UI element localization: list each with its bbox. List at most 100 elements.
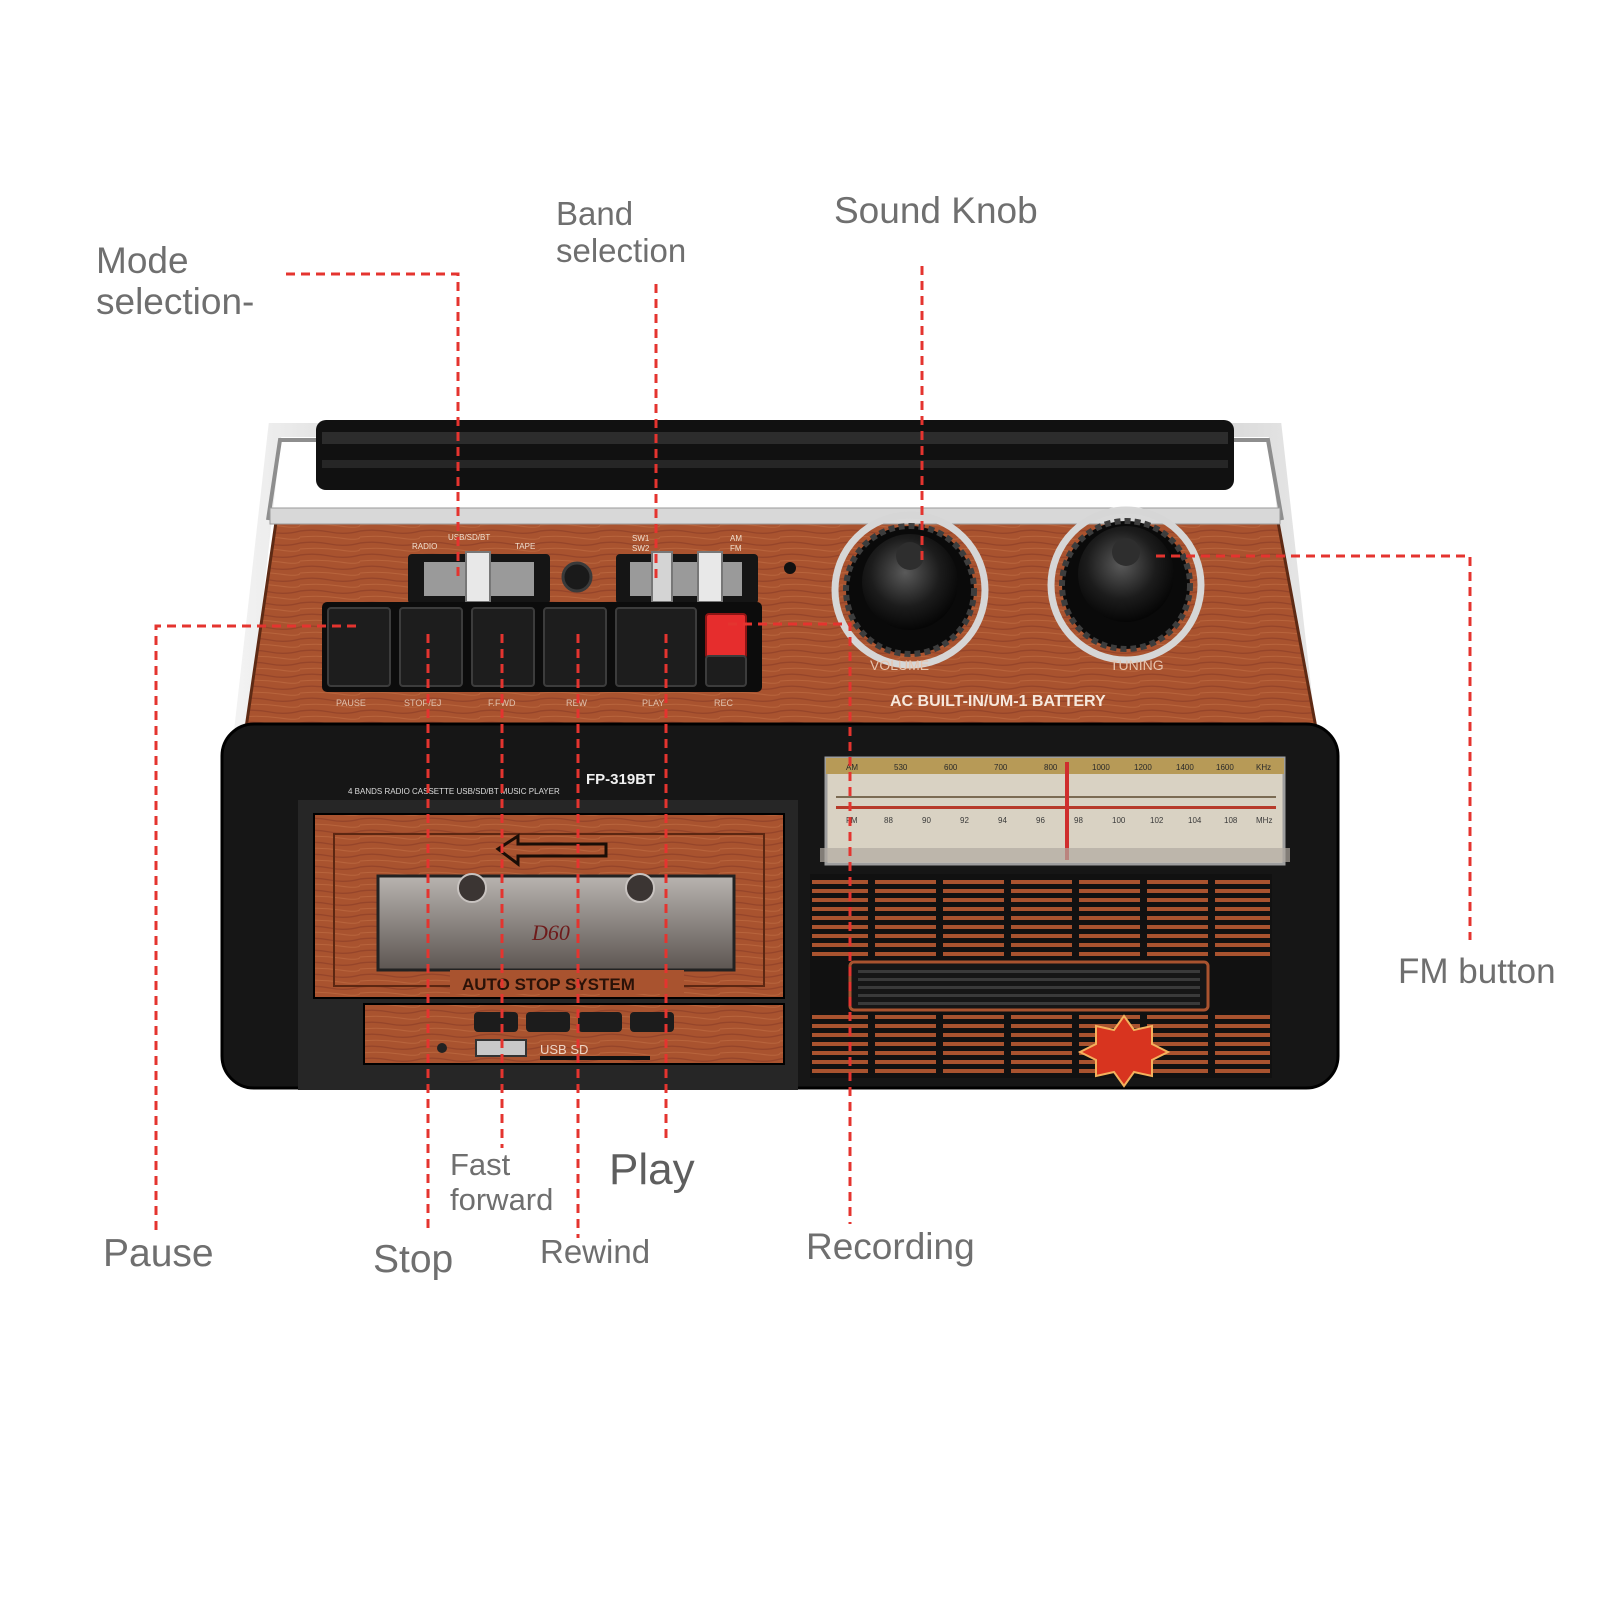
dial-scale-top: AM 530 600 700 800 1000 1200 1400 1600 K… <box>846 763 1271 772</box>
play-button[interactable] <box>615 607 697 687</box>
dial-mark: 98 <box>1074 816 1083 825</box>
usb-sd-label: USB SD <box>540 1042 588 1057</box>
tape-reel-left-icon <box>457 873 487 903</box>
tape-reel-right-icon <box>625 873 655 903</box>
next-button[interactable] <box>578 1012 622 1032</box>
band-label-am: AM <box>730 534 742 543</box>
grille-slat <box>812 952 1270 956</box>
sd-slot[interactable] <box>540 1056 650 1060</box>
dial-mark: 800 <box>1044 763 1058 772</box>
leader-recording <box>728 622 852 1224</box>
leader-mode-selection <box>286 272 460 580</box>
auto-stop-banner: AUTO STOP SYSTEM <box>462 975 635 994</box>
dial-mark: 530 <box>894 763 908 772</box>
grille-inner-slat <box>858 986 1200 989</box>
callout-fast-forward: Fast forward <box>450 1147 554 1217</box>
leader-lines <box>154 266 1472 1238</box>
dial-mark: 90 <box>922 816 931 825</box>
tuning-knob[interactable] <box>1047 506 1205 664</box>
key-label-stop: STOP/EJ <box>404 698 441 708</box>
band-selection-switch[interactable]: SW1 SW2 AM FM <box>616 534 758 604</box>
mode-selection-switch[interactable]: RADIO USB/SD/BT TAPE <box>408 533 550 604</box>
dial-scale-mid: FM 88 90 92 94 96 98 100 102 104 108 MHz <box>846 816 1272 825</box>
dial-needle <box>1065 762 1069 860</box>
media-control-strip: USB SD <box>363 1003 785 1065</box>
dial-mark: 88 <box>884 816 893 825</box>
callout-band-selection: Band selection <box>556 195 687 269</box>
dial-mark: MHz <box>1256 816 1272 825</box>
record-button[interactable] <box>705 613 747 687</box>
volume-knob[interactable] <box>831 511 989 669</box>
pause-button[interactable] <box>327 607 391 687</box>
key-label-pause: PAUSE <box>336 698 366 708</box>
band-label-sw1: SW1 <box>632 534 650 543</box>
dial-mark: FM <box>846 816 858 825</box>
stop-button[interactable] <box>399 607 463 687</box>
mode-switch-label-2: USB/SD/BT <box>448 533 490 542</box>
callout-fm-button: FM button <box>1398 952 1556 991</box>
callout-pause: Pause <box>103 1232 214 1275</box>
radio-dial <box>820 756 1290 866</box>
bt-mode-button[interactable] <box>474 1012 518 1032</box>
dial-mark: 102 <box>1150 816 1164 825</box>
prev-button[interactable] <box>526 1012 570 1032</box>
grille-slat <box>812 1051 1270 1055</box>
grille-slat <box>812 1015 1270 1019</box>
status-led <box>437 1043 447 1053</box>
dial-mark: 100 <box>1112 816 1126 825</box>
grille-inner-slat <box>858 970 1200 973</box>
grille-inner-slat <box>858 978 1200 981</box>
callout-stop: Stop <box>373 1238 454 1281</box>
cassette-label: D60 <box>531 920 570 945</box>
grille-slat <box>812 934 1270 938</box>
dial-mark: 1200 <box>1134 763 1152 772</box>
grille-slat <box>812 1024 1270 1028</box>
carry-handle <box>233 420 1317 741</box>
key-label-play: PLAY <box>642 698 664 708</box>
arrow-eject-icon <box>495 833 608 867</box>
callout-sound-knob: Sound Knob <box>834 190 1038 231</box>
leader-fm-button <box>1156 554 1472 940</box>
volume-label: VOLUME <box>870 657 929 673</box>
repeat-button[interactable] <box>630 1012 674 1032</box>
headphone-jack <box>561 561 593 593</box>
piano-key-row <box>322 602 762 692</box>
grille-slat <box>812 1033 1270 1037</box>
mode-switch-label-1: RADIO <box>412 542 437 551</box>
grille-slat <box>812 1060 1270 1064</box>
model-subtitle: 4 BANDS RADIO CASSETTE USB/SD/BT MUSIC P… <box>348 787 560 796</box>
grille-slat <box>812 880 1270 884</box>
dial-mark: 1600 <box>1216 763 1234 772</box>
dial-mark: 104 <box>1188 816 1202 825</box>
fast-forward-button[interactable] <box>471 607 535 687</box>
dial-mark: 92 <box>960 816 969 825</box>
grille-inner-slats <box>858 970 1200 1005</box>
leader-pause <box>154 624 356 1234</box>
power-led <box>784 562 796 574</box>
tuning-label: TUNING <box>1110 657 1164 673</box>
dial-mark: 600 <box>944 763 958 772</box>
dial-mark: 1000 <box>1092 763 1110 772</box>
mode-switch-label-3: TAPE <box>515 542 535 551</box>
speaker-grille <box>810 874 1272 1088</box>
grille-inner-slat <box>858 1002 1200 1005</box>
grille-slat <box>812 1042 1270 1046</box>
callout-recording: Recording <box>806 1226 975 1267</box>
grille-divider <box>1208 876 1215 1076</box>
dial-mark: 1400 <box>1176 763 1194 772</box>
key-label-rec: REC <box>714 698 734 708</box>
grille-slat <box>812 925 1270 929</box>
dial-mark: 700 <box>994 763 1008 772</box>
power-spec-label: AC BUILT-IN/UM-1 BATTERY <box>890 693 1106 710</box>
callout-rewind: Rewind <box>540 1233 651 1270</box>
callout-play: Play <box>609 1145 695 1194</box>
rewind-button[interactable] <box>543 607 607 687</box>
grille-inner-slat <box>858 994 1200 997</box>
band-label-fm: FM <box>730 544 742 553</box>
dial-mark: 94 <box>998 816 1007 825</box>
dial-mark: 96 <box>1036 816 1045 825</box>
band-label-sw2: SW2 <box>632 544 650 553</box>
grille-slat <box>812 898 1270 902</box>
grille-slat <box>812 1069 1270 1073</box>
